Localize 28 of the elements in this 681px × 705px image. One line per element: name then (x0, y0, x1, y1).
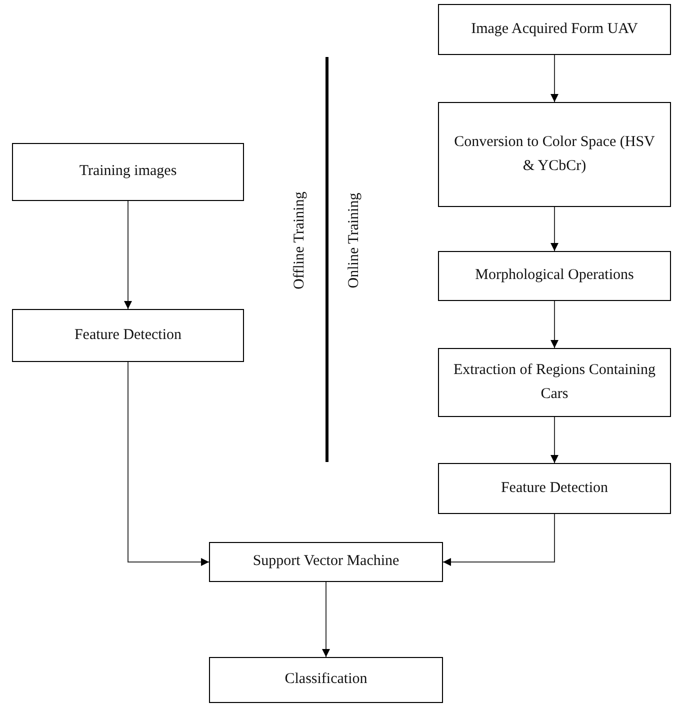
process-box (12, 309, 244, 362)
arrow (550, 54, 558, 102)
process-box (438, 102, 671, 207)
arrow (550, 206, 558, 252)
box-label: Feature Detection (74, 326, 182, 345)
arrow (550, 416, 558, 464)
box-label: Extraction of Regions Containing Cars (453, 361, 656, 404)
arrow (124, 200, 132, 310)
process-box (438, 463, 671, 514)
process-box (209, 657, 443, 703)
section-label: Online Training (346, 192, 363, 288)
process-box (209, 542, 443, 582)
box-label: Conversion to Color Space (HSV & YCbCr) (453, 133, 656, 176)
box-label: Morphological Operations (475, 266, 634, 286)
process-box (438, 4, 671, 55)
process-box (438, 251, 671, 301)
arrow (128, 362, 210, 566)
box-label: Image Acquired Form UAV (471, 20, 638, 39)
box-label: Training images (79, 162, 177, 182)
box-label: Support Vector Machine (252, 552, 400, 572)
arrow (322, 582, 330, 658)
process-box (12, 143, 244, 201)
arrow (550, 300, 558, 348)
section-label: Offline Training (291, 191, 308, 289)
box-label: Feature Detection (500, 478, 608, 498)
box-label: Classification (284, 670, 368, 690)
arrow (442, 514, 555, 566)
process-box (438, 348, 671, 417)
